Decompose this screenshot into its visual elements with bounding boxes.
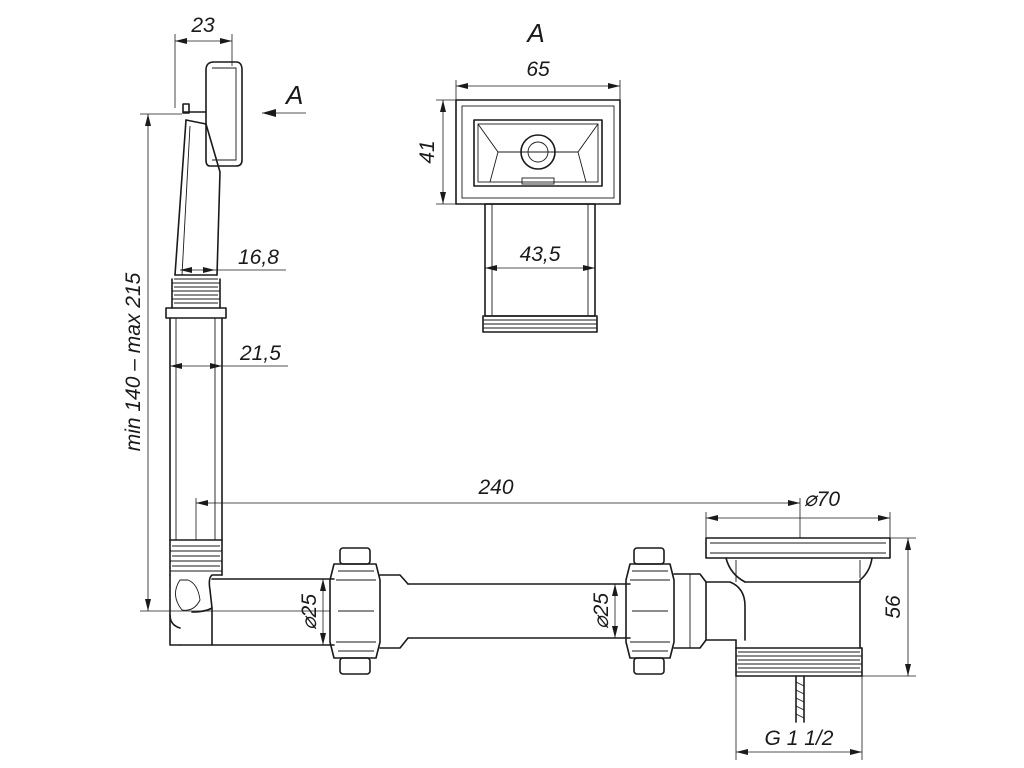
view-a-thread [482, 315, 598, 333]
view-a [455, 99, 621, 333]
lower-thread [169, 539, 223, 576]
dim-pipe-diameter-left: ⌀25 [298, 594, 321, 630]
dimension-lines [140, 34, 916, 760]
overflow-tube [165, 274, 227, 629]
dim-tube-upper-diameter: 16,8 [238, 246, 279, 269]
dim-outlet-diameter: ⌀70 [804, 488, 840, 511]
dim-overflow-width: 23 [190, 14, 215, 37]
overflow-head [174, 61, 243, 276]
right-union-nut [625, 547, 675, 675]
dim-pipe-diameter-right: ⌀25 [590, 593, 613, 629]
dimension-labels: 23 A 16,8 21,5 min 140 – max 215 240 ⌀70… [122, 14, 905, 750]
dim-tube-lower-diameter: 21,5 [239, 342, 281, 365]
outlet-thread [735, 647, 863, 677]
dim-horizontal-length: 240 [477, 476, 513, 499]
upper-thread [171, 278, 221, 309]
horizontal-pipe [169, 547, 746, 675]
dim-height-range: min 140 – max 215 [122, 272, 145, 451]
dim-thread-size: G 1 1/2 [765, 727, 834, 750]
drain-screw [795, 675, 805, 723]
left-union-nut [329, 547, 381, 675]
sink-outlet [705, 537, 891, 723]
dim-view-neck-width: 43,5 [520, 243, 561, 266]
dim-view-width: 65 [526, 58, 550, 81]
dim-view-height: 41 [416, 140, 439, 163]
view-a-title: A [525, 18, 544, 48]
section-marker-a: A [284, 80, 303, 110]
dim-outlet-height: 56 [882, 595, 905, 619]
